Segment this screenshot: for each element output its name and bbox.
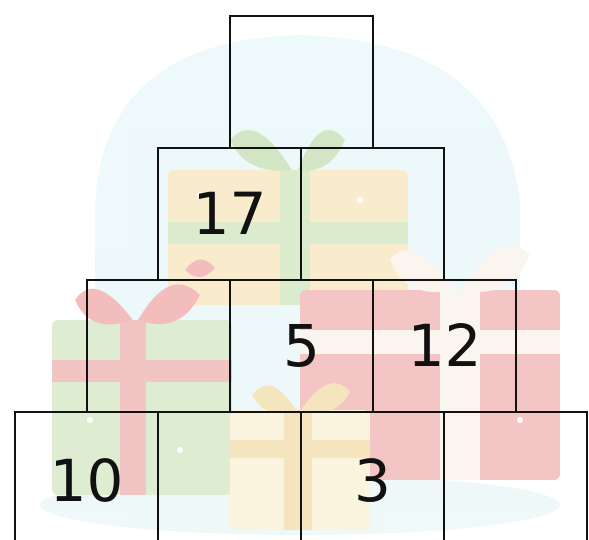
pyramid-cell-r3-c3[interactable]: 12 <box>372 279 517 413</box>
pyramid-cell-r4-c3[interactable]: 3 <box>300 411 445 540</box>
pyramid-cell-r4-c2[interactable] <box>157 411 302 540</box>
pyramid-cell-r1-c1[interactable] <box>229 15 374 149</box>
pyramid-cell-r2-c1[interactable]: 17 <box>157 147 302 281</box>
pyramid-cell-r4-c1[interactable]: 10 <box>14 411 159 540</box>
pyramid-cell-r3-c2[interactable]: 5 <box>229 279 374 413</box>
pyramid-cell-r2-c2[interactable] <box>300 147 445 281</box>
pyramid-cell-r4-c4[interactable] <box>443 411 588 540</box>
pyramid-cell-r3-c1[interactable] <box>86 279 231 413</box>
